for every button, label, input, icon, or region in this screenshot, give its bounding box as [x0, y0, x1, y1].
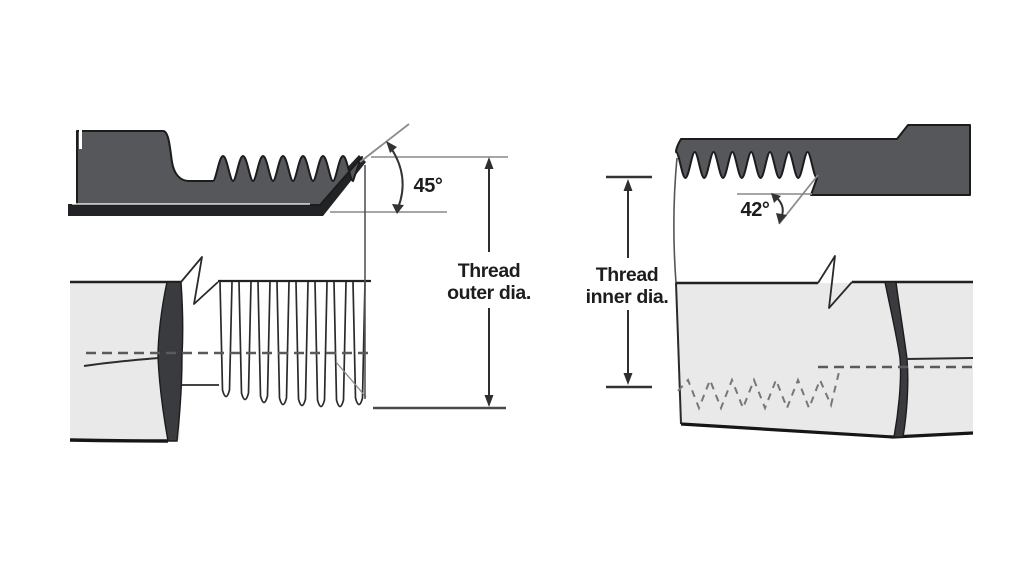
female-break-symbol [817, 255, 853, 309]
flare-angle-arc-arrow-bottom [392, 204, 404, 214]
inner-dia-arrow-up [623, 179, 633, 191]
female-outer-silhouette-line [673, 157, 678, 284]
male-break-symbol [180, 256, 219, 305]
male-thread-profiles [219, 281, 366, 408]
male-hex-bottom-edge [69, 438, 169, 443]
female-hex-edge-band [884, 281, 909, 438]
male-nut-notch [79, 130, 82, 149]
flare-angle-arc [390, 147, 404, 209]
male-upper-section [76, 130, 363, 206]
male-flange-underside-bar [68, 155, 366, 216]
inner-dia-arrow-down [623, 373, 633, 385]
female-body-bottom-edge [680, 422, 974, 439]
male-fitting-annotations: 45° Thread outer dia. [330, 123, 531, 410]
male-fitting-cross-section [68, 130, 371, 443]
outer-dia-label-line1: Thread [458, 260, 521, 282]
female-fitting-cross-section [673, 124, 974, 439]
male-hex-facet-line [83, 357, 159, 367]
female-upper-section [675, 124, 971, 196]
flare-angle-extension-line [359, 123, 410, 163]
outer-dia-arrow-down [484, 395, 494, 407]
outer-dia-arrow-up [484, 157, 494, 169]
female-hex-facet-line [905, 357, 974, 360]
male-thread-runout-line [335, 361, 367, 398]
seat-angle-arc-arrow-top [771, 193, 781, 203]
seat-angle-label: 42° [740, 199, 769, 221]
female-hidden-thread-zigzag [677, 367, 841, 411]
male-hex-edge-band [157, 281, 184, 442]
female-fitting-annotations: 42° Thread inner dia. [586, 174, 819, 389]
inner-dia-label-line2: inner dia. [586, 286, 669, 308]
inner-dia-label-line1: Thread [596, 264, 659, 286]
flare-angle-label: 45° [413, 175, 442, 197]
female-body-left-edge [675, 282, 682, 425]
female-body [676, 283, 973, 437]
flare-angle-arc-arrow-top [386, 141, 397, 153]
seat-angle-arc-arrow-bottom [776, 213, 787, 224]
outer-dia-label-line2: outer dia. [447, 282, 531, 304]
